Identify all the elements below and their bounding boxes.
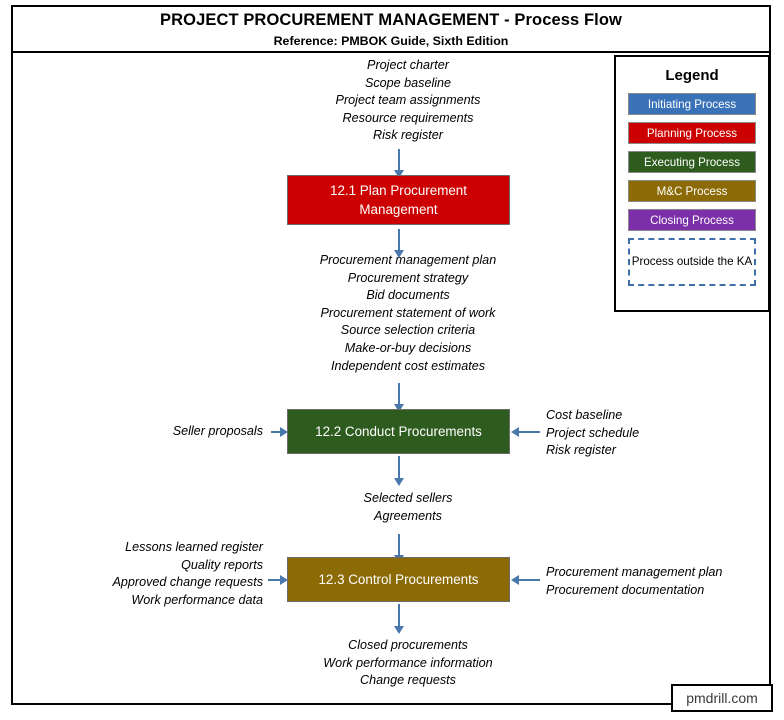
legend-outside-text: Process outside the KA xyxy=(631,255,753,269)
brand-watermark: pmdrill.com xyxy=(671,684,773,712)
inputs-conduct-left: Seller proposals xyxy=(172,424,263,438)
legend-title: Legend xyxy=(665,67,719,84)
arrow-right-into-control xyxy=(511,575,540,585)
diagram-frame: PROJECT PROCUREMENT MANAGEMENT - Process… xyxy=(11,5,771,705)
arrow-into-conduct xyxy=(394,383,404,412)
process-box-conduct-procurements[interactable]: 12.2 Conduct Procurements xyxy=(287,409,510,454)
page-title: PROJECT PROCUREMENT MANAGEMENT - Process… xyxy=(160,10,622,29)
legend-item-initiating: Initiating Process xyxy=(628,93,756,115)
legend-item-planning: Planning Process xyxy=(628,122,756,144)
legend-item-executing: Executing Process xyxy=(628,151,756,173)
arrow-right-into-conduct xyxy=(511,427,540,437)
arrow-out-conduct xyxy=(394,456,404,486)
arrow-out-control xyxy=(394,604,404,634)
legend-panel: Legend Initiating Process Planning Proce… xyxy=(614,55,770,312)
process-box-control-procurements[interactable]: 12.3 Control Procurements xyxy=(287,557,510,602)
arrow-out-plan xyxy=(394,229,404,258)
title-band: PROJECT PROCUREMENT MANAGEMENT - Process… xyxy=(13,7,769,53)
arrow-into-control xyxy=(394,534,404,563)
legend-item-mc: M&C Process xyxy=(628,180,756,202)
reference-subtitle: Reference: PMBOK Guide, Sixth Edition xyxy=(273,33,509,48)
arrow-left-into-conduct xyxy=(271,427,288,437)
arrow-into-plan xyxy=(394,149,404,178)
legend-item-outside-ka: Process outside the KA xyxy=(628,238,756,286)
arrow-left-into-control xyxy=(268,575,288,585)
legend-item-closing: Closing Process xyxy=(628,209,756,231)
process-box-plan-procurement[interactable]: 12.1 Plan Procurement Management xyxy=(287,175,510,225)
